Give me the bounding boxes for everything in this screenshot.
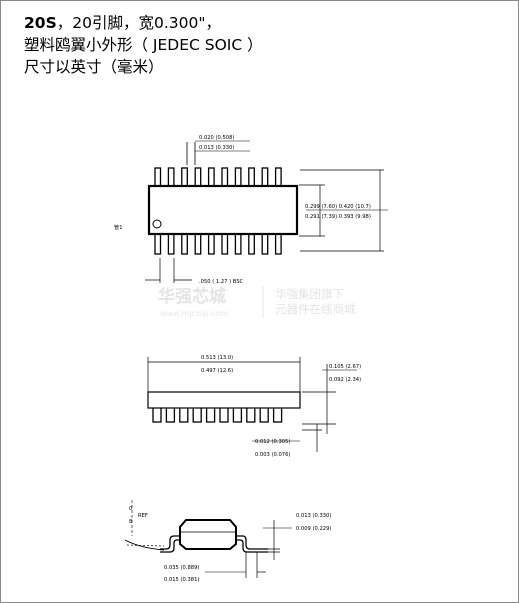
watermark-brand: 华强芯城 [158,286,226,307]
lead-thickness-min: 0.009 (0.229) [296,526,331,532]
body-width-outer: 0.291 (7.39) 0.393 (9.98) [305,214,371,220]
watermark: 华强芯城 www.hqchip.com 华强集团旗下 元器件在线商城 [158,286,356,318]
lead-bottom [234,231,242,255]
package-body-side [147,391,301,409]
height-max: 0.105 (2.67) [329,364,361,370]
body-width-inner: 0.299 (7.60) 0.420 (10.7) [305,204,371,210]
package-body-top [147,184,299,236]
standoff-min: 0.003 (0.076) [255,452,290,458]
lead-width-max: 0.020 (0.508) [199,135,234,141]
foot-length-min: 0.015 (0.381) [164,577,199,583]
standoff-max: 0.012 (0.305) [255,439,290,445]
length-min: 0.497 (12.6) [201,368,233,374]
angle-min: 0 [129,506,132,512]
height-min: 0.092 (2.34) [329,377,361,383]
lead-bottom [194,231,202,255]
watermark-tag-2: 元器件在线商城 [275,302,356,316]
header-line-1: 20S，20引脚，宽0.300"， [24,12,263,34]
header-line-2: 塑料鸥翼小外形（ JEDEC SOIC ） [24,36,263,54]
length-max: 0.513 (13.0) [201,355,233,361]
lead-bottom [167,231,175,255]
watermark-tag-1: 华强集团旗下 [275,287,344,301]
watermark-url: www.hqchip.com [160,309,228,318]
lead-bottom [248,231,255,255]
lead-bottom [181,231,188,255]
side-view [147,357,357,452]
package-pins-width: ，20引脚，宽0.300"， [56,14,221,32]
pin1-marker [152,219,162,229]
foot-length-max: 0.035 (0.889) [164,565,199,571]
lead-bottom [261,231,269,255]
lead-bottom [274,231,282,255]
lead-bottom [154,231,162,255]
package-body-end [179,519,237,550]
lead-bottom [221,231,229,255]
package-header: 20S，20引脚，宽0.300"， 塑料鸥翼小外形（ JEDEC SOIC ） … [24,12,263,78]
lead-thickness-max: 0.013 (0.330) [296,513,331,519]
lead-pitch: .050 ( 1.27 ) BSC [199,279,244,285]
bottom-leads [154,231,282,255]
top-view [145,140,388,283]
pin1-label: 管1 [114,223,123,231]
lead-width-min: 0.013 (0.330) [199,145,234,151]
angle-max: 8 [129,519,132,525]
angle-ref: REF [138,513,148,519]
lead-bottom [207,231,215,255]
end-view [124,500,292,578]
header-line-3: 尺寸以英寸（毫米） [24,58,164,76]
package-code: 20S [24,14,57,32]
